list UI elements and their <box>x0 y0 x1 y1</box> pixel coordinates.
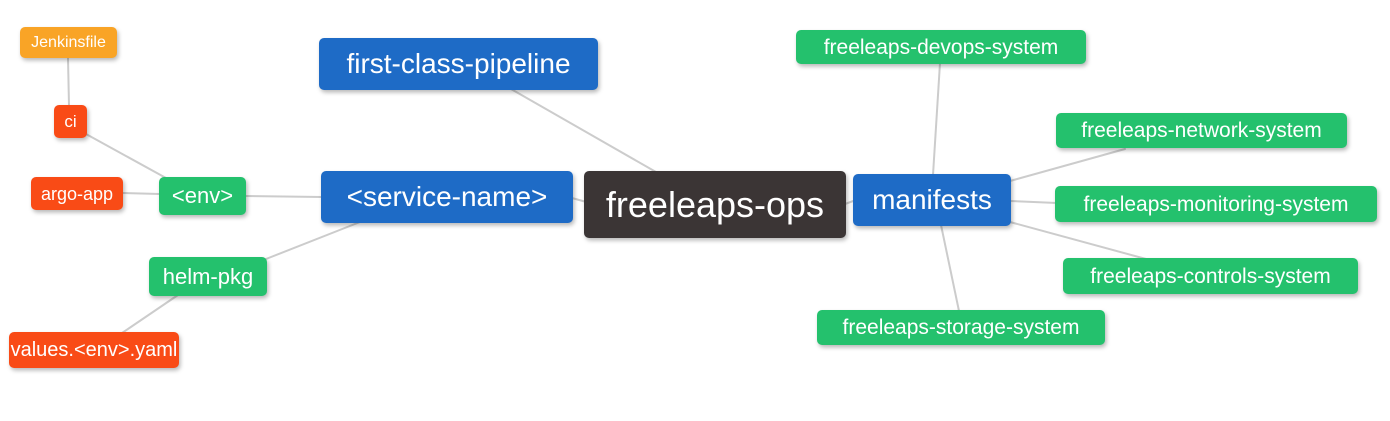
node-label: freeleaps-monitoring-system <box>1083 192 1349 216</box>
node-label: freeleaps-storage-system <box>842 316 1080 339</box>
node-label: values.<env>.yaml <box>10 339 178 361</box>
node-label: freeleaps-ops <box>605 183 825 225</box>
node-label: freeleaps-controls-system <box>1090 264 1331 288</box>
node-label: manifests <box>872 184 992 215</box>
node-monitoring-system[interactable]: freeleaps-monitoring-system <box>1055 186 1377 222</box>
node-label: freeleaps-network-system <box>1081 119 1322 142</box>
node-label: Jenkinsfile <box>31 33 106 51</box>
node-service-name[interactable]: <service-name> <box>321 171 573 223</box>
node-label: helm-pkg <box>162 263 254 289</box>
node-label: first-class-pipeline <box>346 48 571 79</box>
node-ci[interactable]: ci <box>54 105 87 138</box>
node-values-env-yaml[interactable]: values.<env>.yaml <box>9 332 179 368</box>
node-label: freeleaps-devops-system <box>823 35 1059 59</box>
node-devops-system[interactable]: freeleaps-devops-system <box>796 30 1086 64</box>
node-storage-system[interactable]: freeleaps-storage-system <box>817 310 1105 345</box>
node-label: <service-name> <box>346 181 548 212</box>
node-freeleaps-ops[interactable]: freeleaps-ops <box>584 171 846 238</box>
node-label: ci <box>64 112 77 131</box>
node-manifests[interactable]: manifests <box>853 174 1011 226</box>
node-jenkinsfile[interactable]: Jenkinsfile <box>20 27 117 58</box>
node-label: <env> <box>171 183 234 208</box>
node-label: argo-app <box>40 183 114 204</box>
node-controls-system[interactable]: freeleaps-controls-system <box>1063 258 1358 294</box>
node-argo-app[interactable]: argo-app <box>31 177 123 210</box>
node-helm-pkg[interactable]: helm-pkg <box>149 257 267 296</box>
node-env[interactable]: <env> <box>159 177 246 215</box>
node-first-class-pipeline[interactable]: first-class-pipeline <box>319 38 598 90</box>
node-network-system[interactable]: freeleaps-network-system <box>1056 113 1347 148</box>
